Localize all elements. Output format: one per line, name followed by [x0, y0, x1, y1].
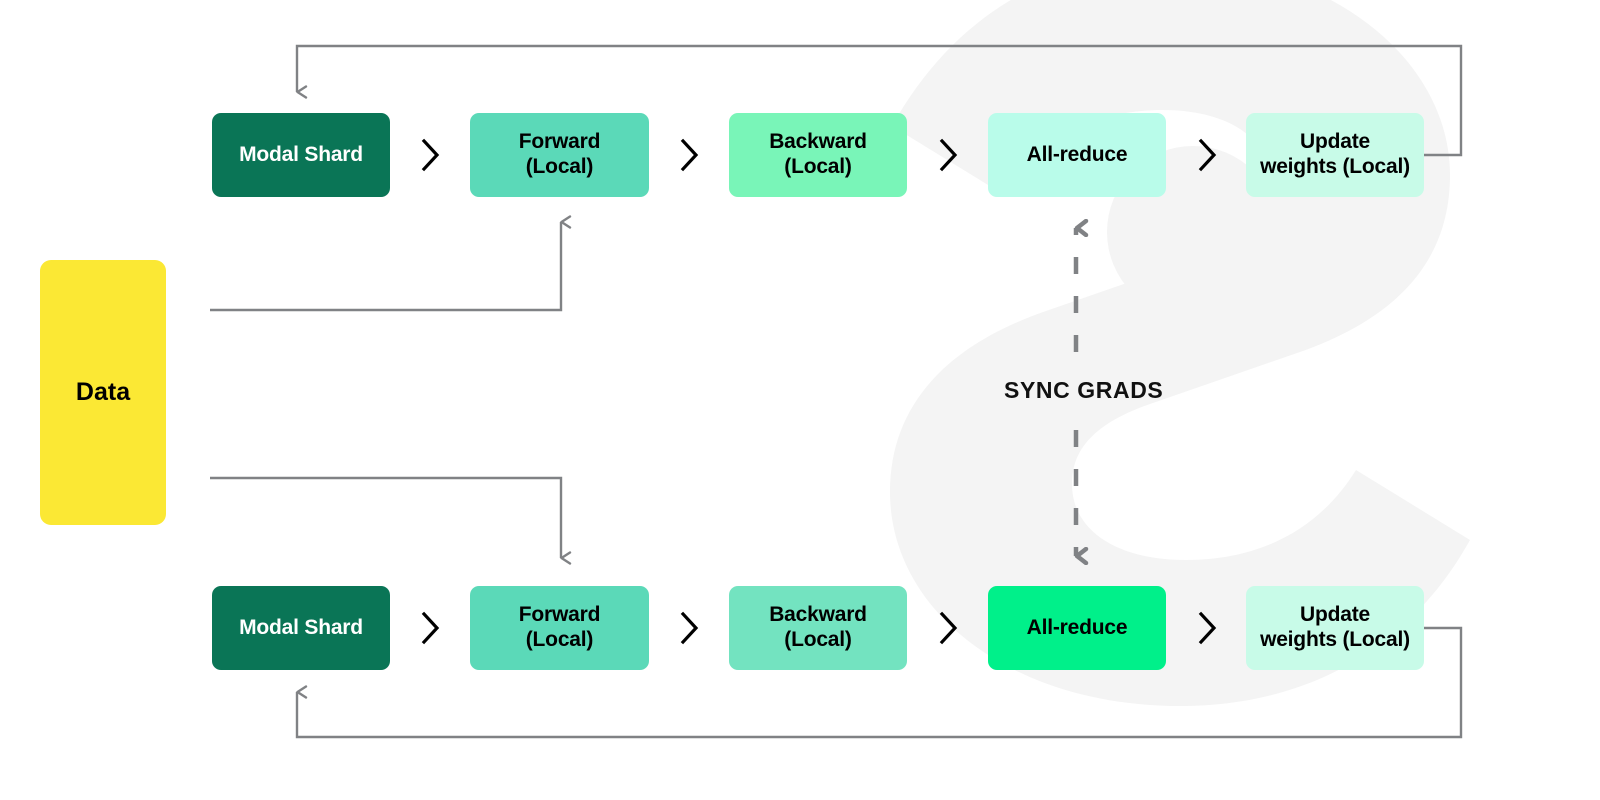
- node-modal-shard[interactable]: Modal Shard: [212, 586, 390, 670]
- node-all-reduce[interactable]: All-reduce: [988, 113, 1166, 197]
- node-all-reduce[interactable]: All-reduce: [988, 586, 1166, 670]
- node-modal-shard[interactable]: Modal Shard: [212, 113, 390, 197]
- data-source-label: Data: [75, 378, 131, 406]
- node-update-weights-local[interactable]: Update weights (Local): [1246, 113, 1424, 197]
- node-label: Modal Shard: [239, 142, 363, 166]
- node-update-weights-local[interactable]: Update weights (Local): [1246, 586, 1424, 670]
- chevron-right-icon: [1191, 600, 1225, 656]
- chevron-right-icon: [414, 127, 448, 183]
- node-backward-local[interactable]: Backward (Local): [729, 113, 907, 197]
- chevron-right-icon: [673, 127, 707, 183]
- sync-grads-label: SYNC GRADS: [1004, 377, 1164, 403]
- chevron-right-icon: [414, 600, 448, 656]
- connector-data-feed-top: [210, 215, 572, 312]
- node-label: Update weights (Local): [1260, 603, 1410, 651]
- data-source-box[interactable]: Data: [40, 260, 166, 525]
- node-forward-local[interactable]: Forward (Local): [470, 113, 649, 197]
- node-label: Backward (Local): [769, 130, 867, 178]
- node-label: Forward (Local): [518, 603, 601, 651]
- chevron-right-icon: [932, 127, 966, 183]
- node-label: All-reduce: [1026, 142, 1128, 166]
- connector-data-feed-bottom: [210, 476, 572, 565]
- chevron-right-icon: [932, 600, 966, 656]
- node-label: Update weights (Local): [1260, 130, 1410, 178]
- node-label: Backward (Local): [769, 603, 867, 651]
- node-label: Forward (Local): [518, 130, 601, 178]
- node-label: Modal Shard: [239, 615, 363, 639]
- node-forward-local[interactable]: Forward (Local): [470, 586, 649, 670]
- node-label: All-reduce: [1026, 615, 1128, 639]
- node-backward-local[interactable]: Backward (Local): [729, 586, 907, 670]
- chevron-right-icon: [673, 600, 707, 656]
- chevron-right-icon: [1191, 127, 1225, 183]
